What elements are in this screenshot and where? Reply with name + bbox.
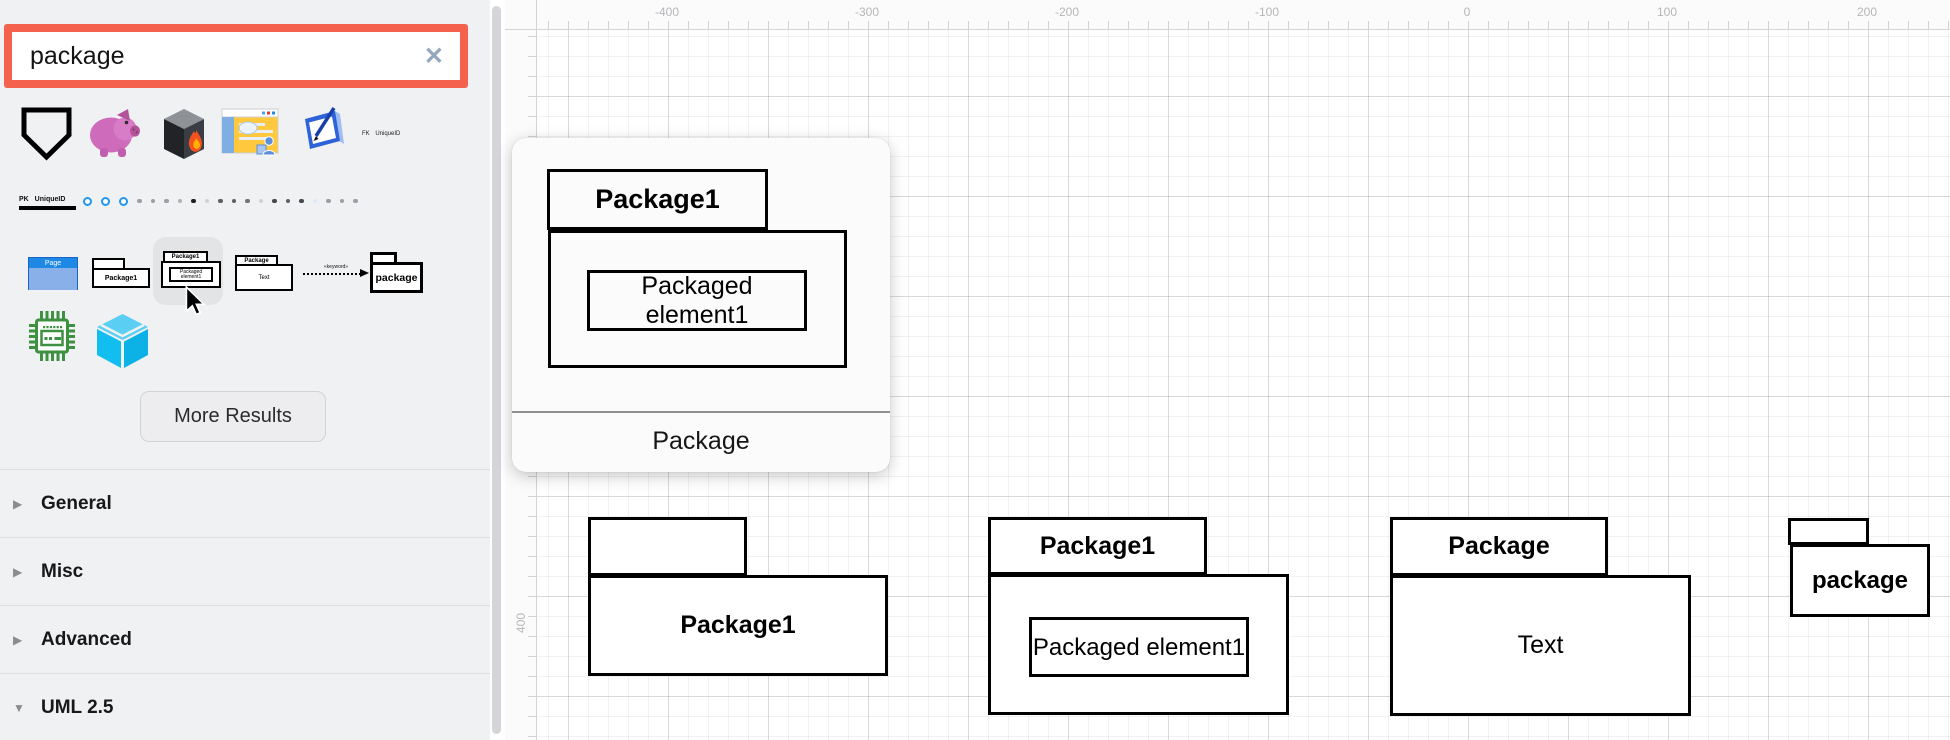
preview-package-tab: Package1 xyxy=(547,169,768,230)
chevron-right-icon: ▶ xyxy=(13,632,23,647)
firewall-server-icon[interactable] xyxy=(160,103,206,163)
chevron-down-icon: ▼ xyxy=(13,700,25,715)
ruler-label: -100 xyxy=(1254,5,1280,19)
palette-item-package-bold[interactable]: package xyxy=(370,252,423,293)
pager-dot[interactable] xyxy=(326,198,331,204)
uml-package-shape[interactable]: Package1 xyxy=(588,575,888,676)
ruler-label: 400 xyxy=(514,612,528,634)
pager-dot[interactable] xyxy=(258,198,263,204)
pager-dot[interactable] xyxy=(353,198,358,204)
pager-dot[interactable] xyxy=(285,198,290,204)
uml-package-shape[interactable]: package xyxy=(1790,544,1930,617)
pager-dot[interactable] xyxy=(101,196,110,206)
pager-dot[interactable] xyxy=(272,198,277,204)
page-shape-body xyxy=(29,268,77,290)
uml-package-shape-tab[interactable] xyxy=(588,517,747,576)
section-advanced[interactable]: ▶ Advanced xyxy=(0,605,490,673)
uml-packaged-element[interactable]: Packaged element1 xyxy=(1029,617,1249,677)
pager-dot[interactable] xyxy=(150,198,155,204)
ruler-corner xyxy=(505,0,537,30)
chevron-right-icon: ▶ xyxy=(13,496,23,511)
sidebar-scrollbar[interactable] xyxy=(492,6,501,734)
pager-dot[interactable] xyxy=(204,198,209,204)
palette-item-dependency-arrow[interactable]: «keyword» xyxy=(303,264,369,284)
search-input[interactable] xyxy=(12,41,408,71)
chevron-right-icon: ▶ xyxy=(13,564,23,579)
ruler-label: 100 xyxy=(1656,5,1678,19)
uml-package-shape-tab[interactable]: Package1 xyxy=(988,517,1207,575)
pager-dot[interactable] xyxy=(119,196,128,206)
pager-dot[interactable] xyxy=(191,198,196,204)
pager-dot[interactable] xyxy=(83,196,92,206)
palette-item-package1[interactable]: Package1 xyxy=(92,258,150,288)
ruler-label: 0 xyxy=(1463,5,1471,19)
page-dots xyxy=(83,195,358,207)
preview-packaged-element: Packaged element1 xyxy=(587,270,807,331)
page-shape-title: Page xyxy=(29,258,77,268)
uml-package-shape-tab[interactable] xyxy=(1788,518,1869,545)
fk-uniqueid-row-item[interactable]: FK UniqueID xyxy=(362,131,401,137)
palette-item-package-element-hover[interactable]: Package1 Packaged element1 xyxy=(153,237,223,305)
section-misc[interactable]: ▶ Misc xyxy=(0,537,490,605)
pager-dot[interactable] xyxy=(312,198,317,204)
palette-item-page[interactable]: Page xyxy=(28,257,78,290)
pager-dot[interactable] xyxy=(245,198,250,204)
pentagon-shield-icon[interactable] xyxy=(19,106,74,162)
section-general[interactable]: ▶ General xyxy=(0,469,490,537)
uml-package-shape[interactable]: Text xyxy=(1390,575,1691,716)
preview-divider xyxy=(512,411,890,413)
arrow-keyword-label: «keyword» xyxy=(323,264,349,270)
shape-sections: ▶ General ▶ Misc ▶ Advanced ▼ UML 2.5 xyxy=(0,469,490,740)
ruler-label: -200 xyxy=(1054,5,1080,19)
pager-dot[interactable] xyxy=(218,198,223,204)
pager-dot[interactable] xyxy=(299,198,304,204)
shape-preview-tooltip: Package1 Packaged element1 Package xyxy=(512,138,890,472)
preview-caption: Package xyxy=(652,426,750,455)
horizontal-ruler: -400 -300 -200 -100 0 100 200 xyxy=(537,0,1950,30)
pager-dot[interactable] xyxy=(164,198,169,204)
clear-search-icon[interactable]: ✕ xyxy=(423,42,444,70)
piggy-bank-icon[interactable] xyxy=(88,104,142,160)
shapes-sidebar: ✕ xyxy=(0,0,490,740)
mouse-cursor-icon xyxy=(185,286,207,316)
application-window-user-icon[interactable] xyxy=(221,108,279,158)
pager-dot[interactable] xyxy=(137,198,142,204)
pk-uniqueid-row-item[interactable]: PK UniqueID xyxy=(19,196,66,203)
dashed-arrow-icon xyxy=(303,269,369,277)
more-results-button[interactable]: More Results xyxy=(140,391,326,442)
pager-dot[interactable] xyxy=(339,198,344,204)
pager-dot[interactable] xyxy=(177,198,182,204)
ruler-label: -300 xyxy=(854,5,880,19)
microchip-icon[interactable] xyxy=(28,308,76,364)
vote-pencil-icon[interactable] xyxy=(298,106,346,160)
pk-underline xyxy=(19,206,76,210)
uml-package-shape-tab[interactable]: Package xyxy=(1390,517,1608,576)
package-cube-icon[interactable] xyxy=(95,312,150,370)
section-uml25[interactable]: ▼ UML 2.5 xyxy=(0,673,490,740)
diagram-canvas[interactable]: -400 -300 -200 -100 0 100 200 400 Package1 Pac… xyxy=(505,0,1950,740)
ruler-label: -400 xyxy=(654,5,680,19)
palette-item-package-text[interactable]: Package Text xyxy=(235,255,293,291)
ruler-label: 200 xyxy=(1856,5,1878,19)
pager-dot[interactable] xyxy=(231,198,236,204)
shape-search-box: ✕ xyxy=(4,24,468,88)
